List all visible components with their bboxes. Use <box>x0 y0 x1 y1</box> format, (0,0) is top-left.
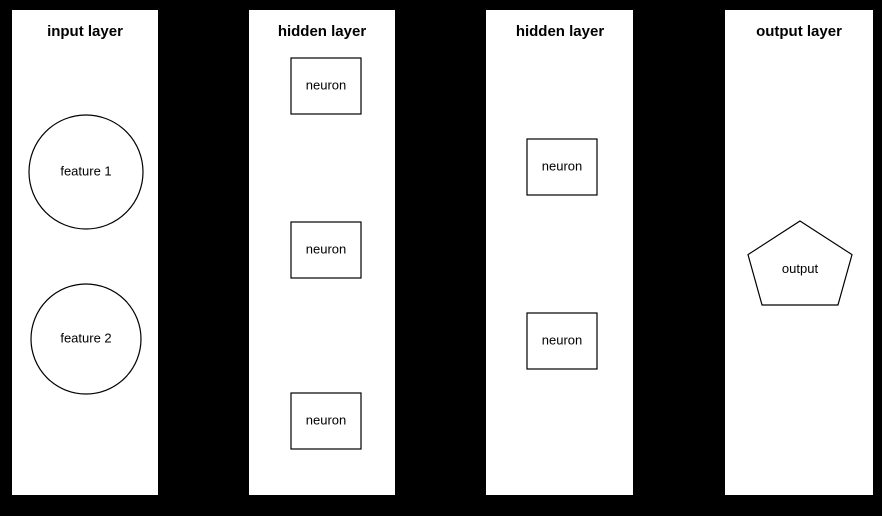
node-rect[interactable] <box>290 392 362 450</box>
node-label: feature 2 <box>60 330 111 345</box>
node-hidden1-neuron-2[interactable]: neuron <box>290 221 362 279</box>
node-hidden1-neuron-1[interactable]: neuron <box>290 57 362 115</box>
layer-panels <box>12 10 873 495</box>
node-hidden2-neuron-1[interactable]: neuron <box>526 138 598 196</box>
node-feature-1[interactable]: feature 1 <box>28 114 144 230</box>
node-rect[interactable] <box>290 221 362 279</box>
node-rect[interactable] <box>526 312 598 370</box>
node-hidden2-neuron-2[interactable]: neuron <box>526 312 598 370</box>
node-pentagon[interactable] <box>747 220 853 306</box>
layer-title-hidden-2: hidden layer <box>516 23 605 40</box>
nodes: feature 1 feature 2 neuron neuron neuron neur… <box>28 57 853 450</box>
node-rect[interactable] <box>526 138 598 196</box>
node-label: neuron <box>306 412 346 427</box>
node-circle[interactable] <box>30 283 142 395</box>
node-label: neuron <box>306 77 346 92</box>
node-label: neuron <box>542 158 582 173</box>
node-output-node[interactable]: output <box>747 220 853 306</box>
node-rect[interactable] <box>290 57 362 115</box>
layer-title-input: input layer <box>47 23 123 40</box>
layer-panel-hidden-2 <box>486 10 633 495</box>
node-hidden1-neuron-3[interactable]: neuron <box>290 392 362 450</box>
node-label: feature 1 <box>60 163 111 178</box>
node-label: neuron <box>542 332 582 347</box>
node-circle[interactable] <box>28 114 144 230</box>
node-label: neuron <box>306 241 346 256</box>
node-feature-2[interactable]: feature 2 <box>30 283 142 395</box>
layer-titles: input layer hidden layer hidden layer outpu… <box>47 23 842 40</box>
edges <box>138 84 747 424</box>
layer-title-hidden-1: hidden layer <box>278 23 367 40</box>
layer-panel-input <box>12 10 158 495</box>
layer-title-output: output layer <box>756 23 842 40</box>
node-label: output <box>782 261 819 276</box>
